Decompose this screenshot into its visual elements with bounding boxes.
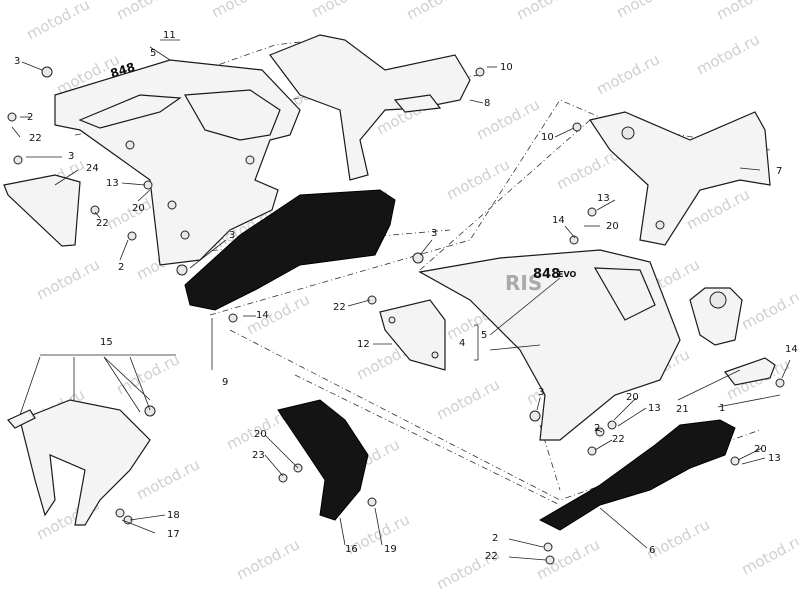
right-side-fairing: RIS 848 EVO — [418, 249, 681, 441]
callout-14: 14 — [256, 310, 269, 321]
watermark-text: motod.ru — [23, 0, 92, 44]
callout-22: 22 — [96, 218, 109, 229]
lower-black-fairing — [538, 419, 736, 531]
callout-4: 4 — [459, 338, 465, 349]
callout-5: 5 — [150, 48, 156, 59]
instrument-cluster — [689, 287, 743, 346]
callout-21: 21 — [676, 404, 689, 415]
callout-13: 13 — [648, 403, 661, 414]
watermark-text: motod.ru — [308, 0, 377, 22]
callout-20: 20 — [606, 221, 619, 232]
watermark-text: motod.ru — [403, 0, 472, 24]
callout-3: 3 — [68, 151, 74, 162]
watermark-text: motod.ru — [208, 0, 277, 22]
callout-22: 22 — [485, 551, 498, 562]
callout-7: 7 — [776, 166, 782, 177]
watermark-text: motod.ru — [433, 375, 502, 423]
watermark-text: motod.ru — [738, 285, 799, 333]
callout-8: 8 — [484, 98, 490, 109]
callout-10: 10 — [500, 62, 513, 73]
callout-20: 20 — [132, 203, 145, 214]
callout-3: 3 — [229, 230, 235, 241]
watermark-text: motod.ru — [513, 0, 582, 24]
callout-22: 22 — [333, 302, 346, 313]
callout-22: 22 — [612, 434, 625, 445]
right-fairing-suffix: EVO — [558, 270, 577, 279]
callout-17: 17 — [167, 529, 180, 540]
callout-20: 20 — [626, 392, 639, 403]
right-frame-plate — [589, 111, 771, 246]
left-inner-black-panel — [184, 189, 396, 311]
callout-6: 6 — [649, 545, 655, 556]
callout-12: 12 — [357, 339, 370, 350]
watermark-text: motod.ru — [113, 0, 182, 24]
callout-20: 20 — [254, 429, 267, 440]
watermark-text: motod.ru — [643, 515, 712, 563]
watermark-text: motod.ru — [713, 0, 782, 24]
callout-14: 14 — [785, 344, 798, 355]
watermark-text: motod.ru — [593, 50, 662, 98]
fairing-bracket — [379, 299, 446, 371]
callout-18: 18 — [167, 510, 180, 521]
front-mudguard — [7, 399, 151, 526]
right-fairing-brand: RIS — [505, 271, 542, 295]
watermark-text: motod.ru — [233, 535, 302, 583]
left-inner-panel — [3, 174, 81, 247]
black-lower-bracket — [277, 399, 369, 521]
callout-15: 15 — [100, 337, 113, 348]
callout-11: 11 — [163, 30, 176, 41]
callout-3: 3 — [538, 387, 544, 398]
callout-19: 19 — [384, 544, 397, 555]
callout-16: 16 — [345, 544, 358, 555]
callout-1: 1 — [719, 403, 725, 414]
watermark-text: motod.ru — [113, 350, 182, 398]
fasteners — [7, 66, 785, 565]
callout-23: 23 — [252, 450, 265, 461]
watermark-text: motod.ru — [613, 0, 682, 22]
upper-frame-bracket — [269, 34, 471, 181]
leader-lines — [11, 39, 791, 561]
callout-5: 5 — [481, 330, 487, 341]
left-tail-fairing: 848 — [54, 59, 301, 266]
callout-9: 9 — [222, 377, 228, 388]
callout-2: 2 — [492, 533, 498, 544]
callout-14: 14 — [552, 215, 565, 226]
callout-13: 13 — [768, 453, 781, 464]
callout-13: 13 — [106, 178, 119, 189]
callout-13: 13 — [597, 193, 610, 204]
callout-2: 2 — [27, 112, 33, 123]
callout-20: 20 — [754, 444, 767, 455]
callout-3: 3 — [431, 228, 437, 239]
watermark-text: motod.ru — [243, 290, 312, 338]
callout-10: 10 — [541, 132, 554, 143]
watermark-text: motod.ru — [738, 530, 799, 578]
callout-22: 22 — [29, 133, 42, 144]
watermark-text: motod.ru — [693, 30, 762, 78]
watermark-text: motod.ru — [133, 455, 202, 503]
lower-right-arm — [724, 357, 776, 386]
callout-2: 2 — [118, 262, 124, 273]
callout-2: 2 — [594, 423, 600, 434]
right-fairing-model: 848 — [533, 267, 560, 282]
watermark-text: motod.ru — [443, 155, 512, 203]
callout-3: 3 — [14, 56, 20, 67]
watermark-text: motod.ru — [33, 255, 102, 303]
callout-24: 24 — [86, 163, 99, 174]
